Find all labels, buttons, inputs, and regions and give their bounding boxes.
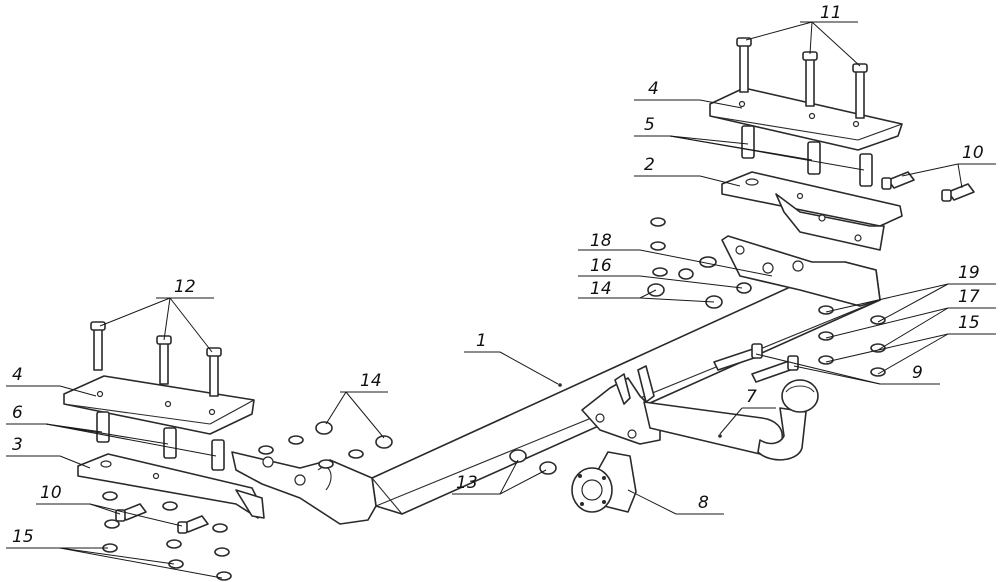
left-nuts	[102, 491, 232, 581]
callout-18: 18	[590, 231, 612, 251]
callout-16: 16	[590, 256, 612, 276]
callout-4-right: 4	[648, 79, 659, 99]
callout-3: 3	[12, 435, 23, 455]
center-left-nuts	[258, 421, 393, 469]
center-bolts	[713, 343, 799, 383]
left-top-plate	[63, 375, 255, 435]
callout-8: 8	[698, 493, 709, 513]
right-short-bolts	[881, 171, 975, 202]
callout-13: 13	[456, 473, 478, 493]
callout-12: 12	[174, 277, 196, 297]
left-end-bracket	[231, 451, 377, 525]
callout-labels: 11 4 5 2 10 18 16 14 19 17 15 9 1 7 8 13…	[12, 3, 984, 547]
center-mount-plate	[581, 365, 661, 445]
callout-11: 11	[820, 3, 842, 23]
callout-4-left: 4	[12, 365, 23, 385]
callout-2: 2	[644, 155, 655, 175]
callout-1: 1	[476, 331, 487, 351]
callout-14-left: 14	[360, 371, 382, 391]
callout-9: 9	[912, 363, 923, 383]
tow-ball-arm	[643, 379, 819, 461]
left-short-bolts	[115, 503, 209, 534]
right-long-bolts	[736, 37, 868, 119]
right-spacers	[741, 125, 873, 187]
left-lower-bracket	[77, 453, 265, 519]
right-end-bracket	[721, 235, 881, 307]
callout-15-right: 15	[958, 313, 980, 333]
callout-19: 19	[958, 263, 980, 283]
socket-plate	[571, 451, 637, 513]
callout-10-right: 10	[962, 143, 984, 163]
callout-6: 6	[12, 403, 23, 423]
callout-10-left: 10	[40, 483, 62, 503]
right-lower-bracket	[721, 171, 903, 251]
callout-15-left: 15	[12, 527, 34, 547]
callout-5: 5	[644, 115, 655, 135]
callout-17: 17	[958, 287, 980, 307]
callout-14-right: 14	[590, 279, 612, 299]
callout-7: 7	[746, 387, 757, 407]
leader-lines	[6, 21, 996, 579]
